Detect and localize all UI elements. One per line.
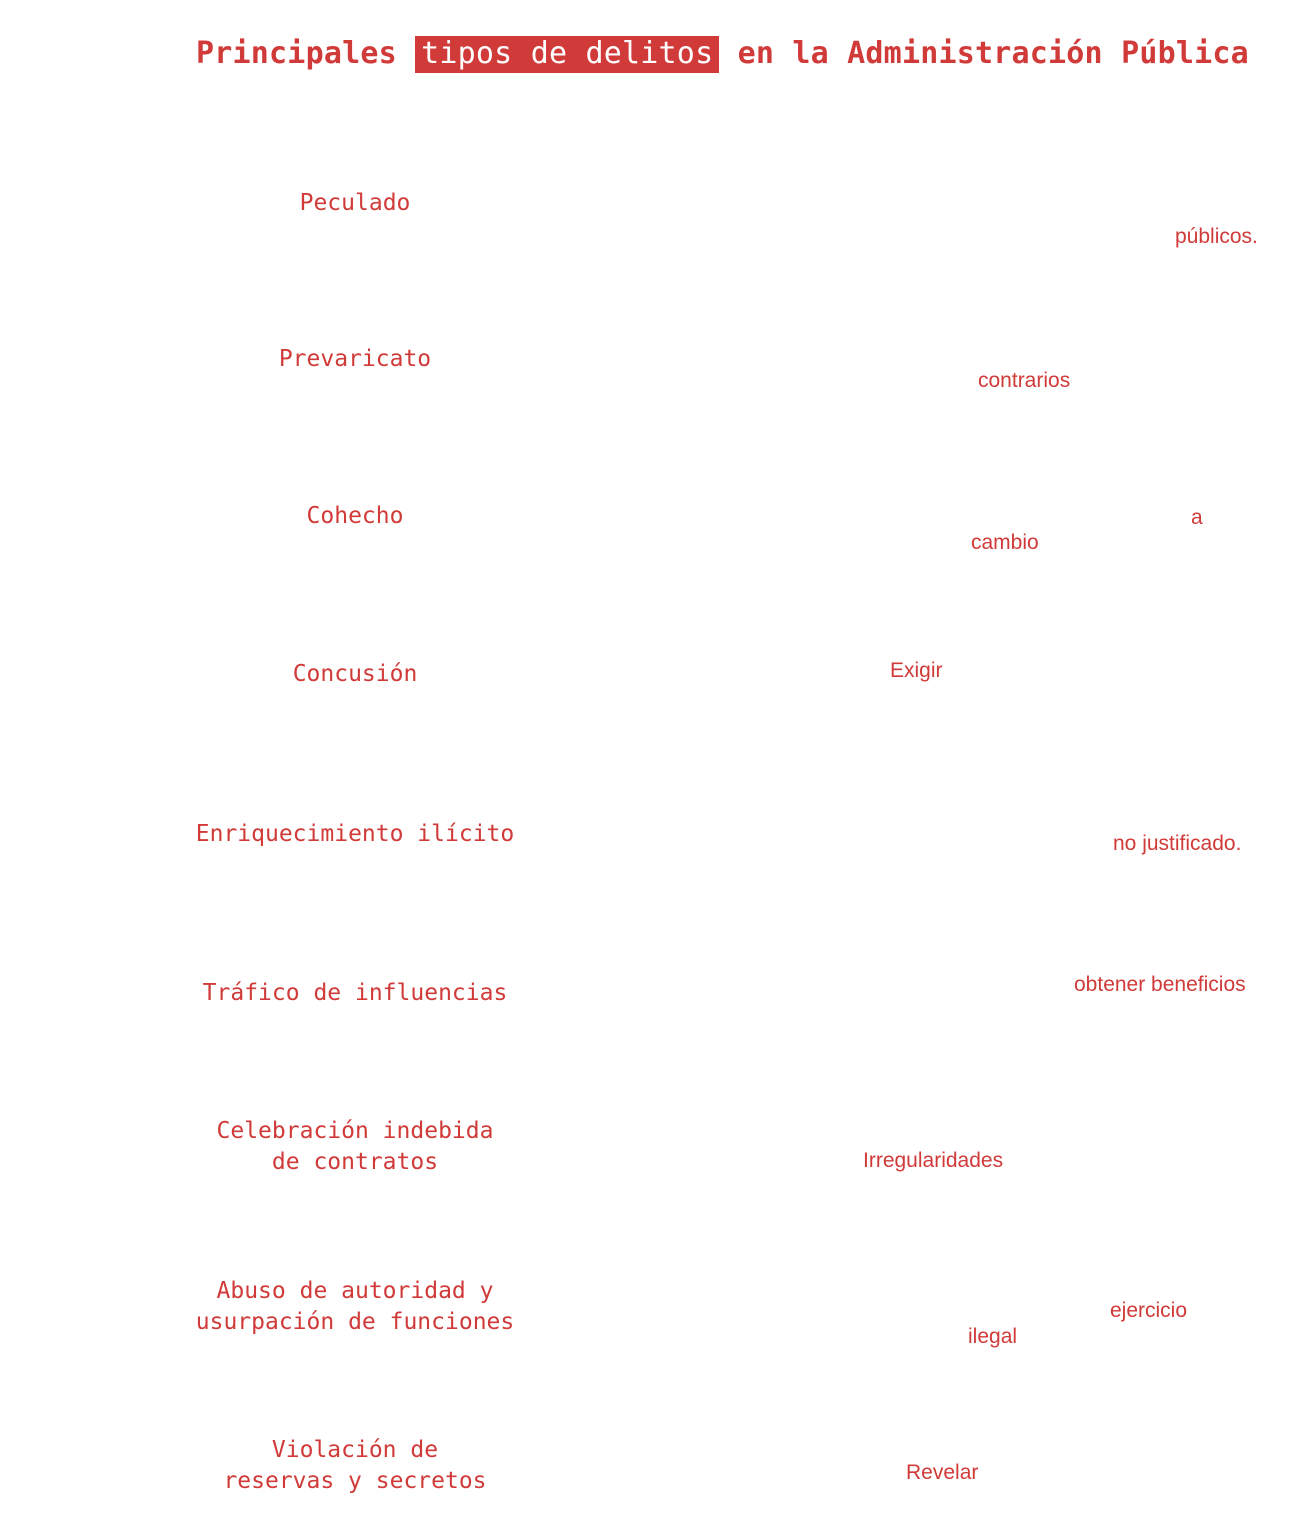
term-peculado: Peculado [299, 190, 411, 216]
term-abuso-de-autoridad: Abuso de autoridad y usurpación de funci… [195, 1278, 515, 1335]
definition-fragment: no justificado. [1113, 832, 1242, 855]
title-prefix: Principales [196, 36, 416, 71]
term-cohecho: Cohecho [306, 503, 404, 529]
definition-fragment: Irregularidades [863, 1149, 1004, 1172]
term-concusion: Concusión [292, 661, 418, 687]
definition-fragment: Revelar [906, 1461, 979, 1484]
term-enriquecimiento-ilicito: Enriquecimiento ilícito [195, 821, 515, 847]
definition-fragment: cambio [971, 531, 1039, 554]
term-trafico-de-influencias: Tráfico de influencias [202, 980, 508, 1006]
term-prevaricato: Prevaricato [278, 346, 432, 372]
term-celebracion-indebida-de-contratos: Celebración indebida de contratos [216, 1118, 494, 1175]
definition-fragment: Exigir [890, 659, 943, 682]
definition-fragment: a [1191, 506, 1203, 529]
title-suffix: en la Administración Pública [719, 36, 1249, 71]
term-violacion-de-reservas: Violación de reservas y secretos [223, 1437, 487, 1494]
page-title: Principales tipos de delitos en la Admin… [196, 36, 1256, 73]
definition-fragment: contrarios [978, 369, 1071, 392]
definition-fragment: obtener beneficios [1074, 973, 1246, 996]
definition-fragment: ilegal [968, 1325, 1018, 1348]
definition-fragment: ejercicio [1110, 1299, 1188, 1322]
definition-fragment: públicos. [1175, 225, 1258, 248]
title-highlight: tipos de delitos [415, 36, 720, 73]
